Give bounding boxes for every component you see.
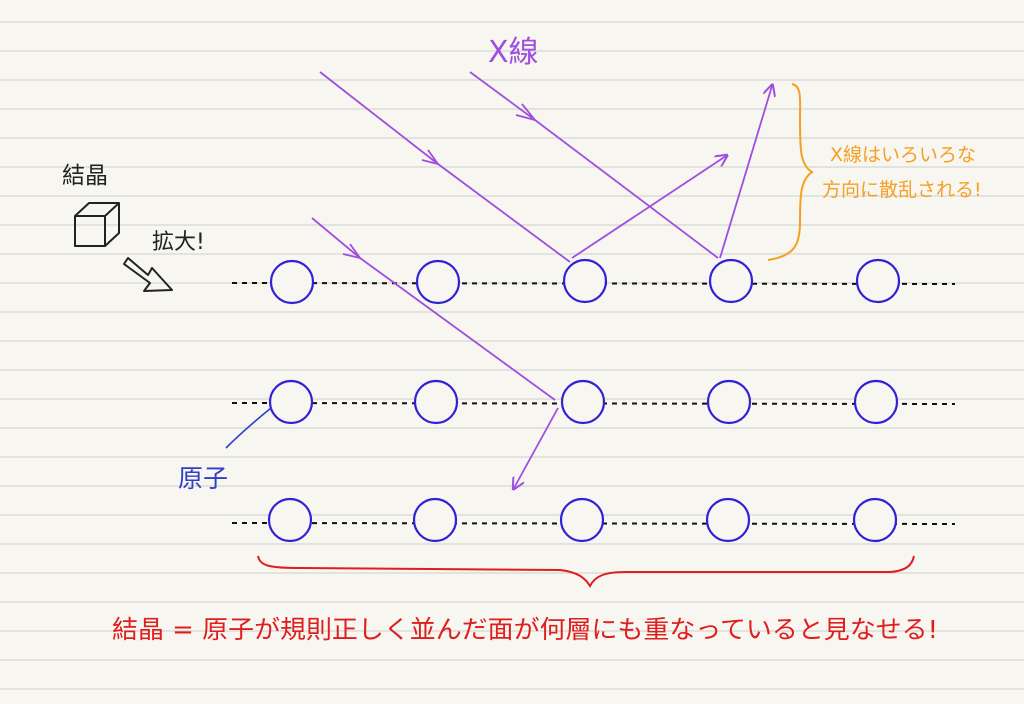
atom	[706, 379, 752, 425]
incident-ray-3	[311, 217, 556, 401]
atom	[852, 497, 898, 543]
atom	[268, 379, 314, 425]
atom	[415, 259, 461, 305]
crystal-label: 結晶	[62, 163, 108, 189]
zoom-arrow-icon	[123, 257, 173, 292]
atom	[559, 497, 605, 543]
atom-pointer-line	[225, 407, 272, 449]
atom	[413, 379, 459, 425]
atom	[708, 258, 754, 304]
zoom-label: 拡大!	[152, 230, 205, 255]
refracted-ray	[514, 407, 559, 488]
atom	[853, 379, 899, 425]
incident-ray-2	[469, 71, 719, 259]
atom	[412, 497, 458, 543]
crystal-cube-icon	[74, 202, 120, 247]
atom	[562, 258, 608, 304]
atom	[560, 379, 606, 425]
direction-arrow-icon	[515, 103, 538, 122]
atom	[855, 258, 901, 304]
direction-arrow-icon	[421, 149, 441, 166]
conclusion-text: 結晶 = 原子が規則正しく並んだ面が何層にも重なっていると見なせる!	[112, 615, 938, 644]
atom	[705, 497, 751, 543]
direction-arrow-icon	[342, 243, 363, 260]
scatter-note-line1: X線はいろいろな	[830, 144, 976, 166]
orange-brace	[767, 83, 814, 261]
atom	[267, 497, 313, 543]
atom	[269, 259, 315, 305]
atom-label: 原子	[178, 464, 228, 493]
reflected-ray-2	[719, 86, 772, 259]
ruled-lines	[0, 21, 1024, 690]
xray-label: X線	[488, 35, 539, 70]
xray-beams	[311, 71, 772, 488]
scatter-note-line2: 方向に散乱される!	[822, 179, 982, 201]
red-brace	[257, 555, 915, 589]
atoms	[267, 258, 901, 543]
reflected-ray-1	[571, 156, 726, 259]
